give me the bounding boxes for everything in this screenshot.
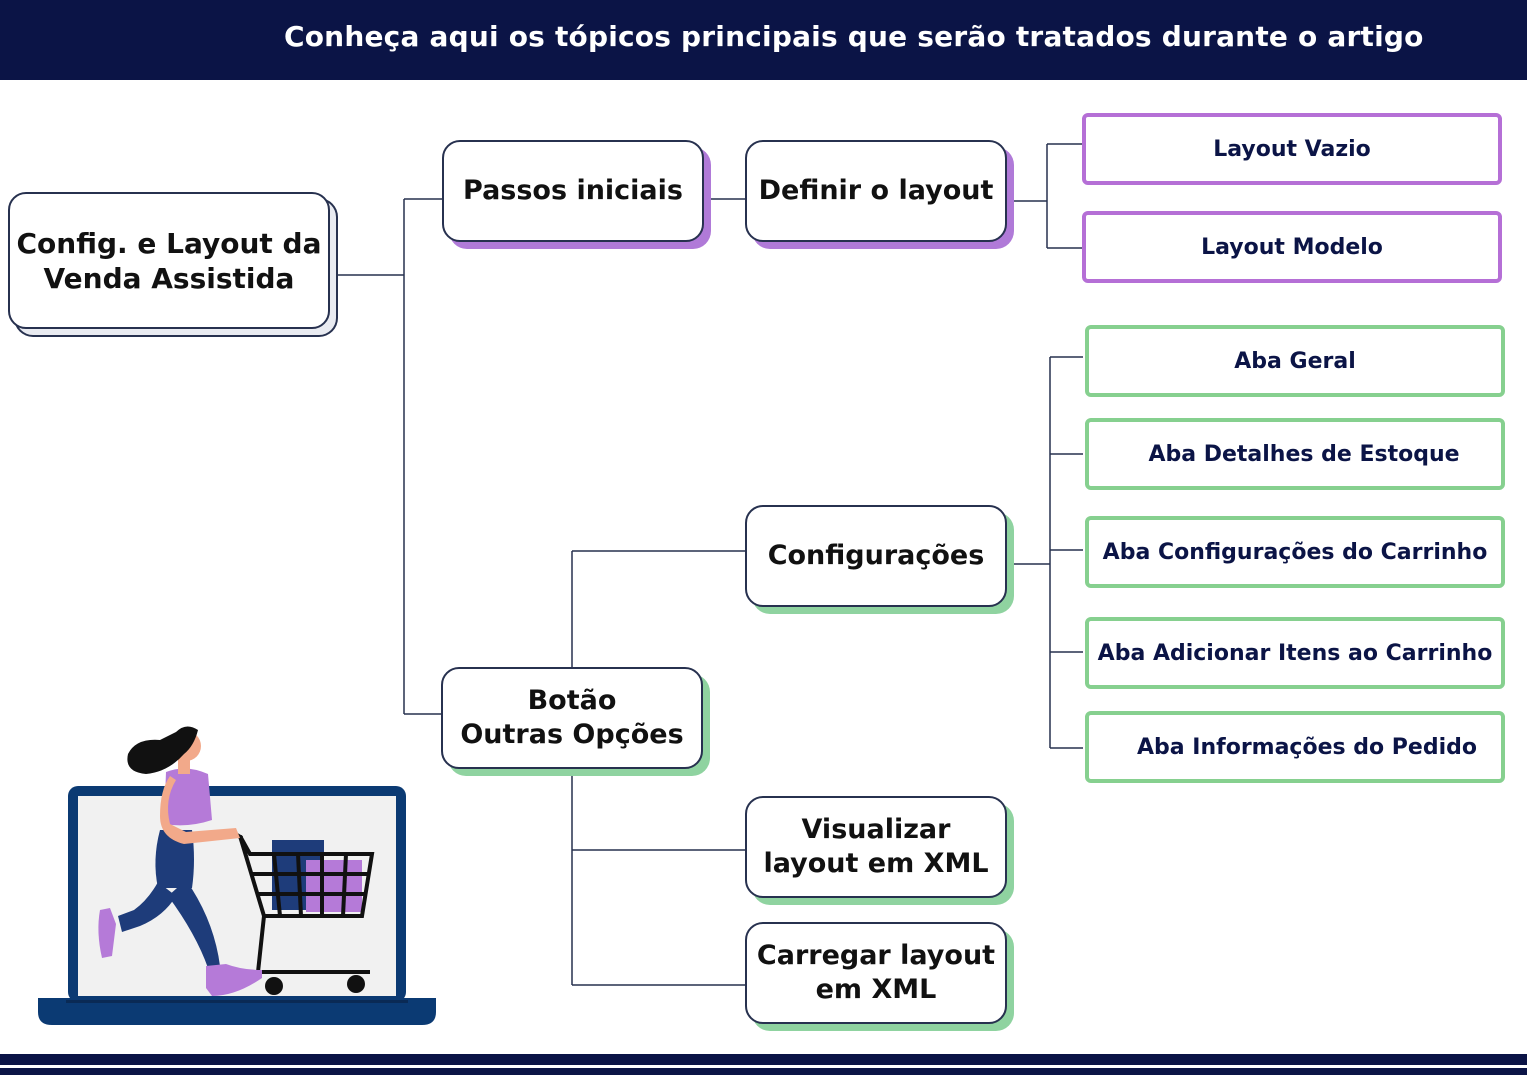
definir-layout-label: Definir o layout xyxy=(758,175,994,207)
botao-outras-opcoes-node: Botão Outras Opções xyxy=(441,667,703,769)
carregar-line1: Carregar layout xyxy=(756,940,996,972)
leaf-aba-informacoes-pedido-label: Aba Informações do Pedido xyxy=(1137,734,1477,760)
definir-layout-node: Definir o layout xyxy=(745,140,1007,242)
woman-hair-icon xyxy=(127,726,198,774)
leaf-aba-detalhes-estoque: Aba Detalhes de Estoque xyxy=(1085,418,1505,490)
woman-back-shoe-icon xyxy=(98,908,116,958)
root-node: Config. e Layout da Venda Assistida xyxy=(8,192,330,329)
leaf-aba-geral-label: Aba Geral xyxy=(1234,348,1356,374)
header-banner: Conheça aqui os tópicos principais que s… xyxy=(0,0,1527,80)
woman-back-leg-icon xyxy=(118,882,176,932)
carregar-line2: em XML xyxy=(815,974,937,1005)
bag-purple-icon xyxy=(306,860,362,912)
leaf-layout-modelo-label: Layout Modelo xyxy=(1201,234,1383,260)
leaf-aba-geral: Aba Geral xyxy=(1085,325,1505,397)
visualizar-line1: Visualizar xyxy=(801,814,951,846)
leaf-layout-modelo: Layout Modelo xyxy=(1082,211,1502,283)
leaf-aba-detalhes-estoque-label: Aba Detalhes de Estoque xyxy=(1148,441,1460,467)
leaf-aba-configuracoes-carrinho-label: Aba Configurações do Carrinho xyxy=(1102,539,1488,565)
woman-arm-icon xyxy=(160,776,240,844)
leaf-aba-adicionar-itens: Aba Adicionar Itens ao Carrinho xyxy=(1085,617,1505,689)
root-line1: Config. e Layout da xyxy=(16,226,322,260)
footer-bar-thick xyxy=(0,1054,1527,1065)
visualizar-xml-node: Visualizar layout em XML xyxy=(745,796,1007,898)
passos-iniciais-label: Passos iniciais xyxy=(463,175,683,207)
botao-line2: Outras Opções xyxy=(460,719,684,750)
passos-iniciais-node: Passos iniciais xyxy=(442,140,704,242)
botao-line1: Botão xyxy=(527,685,617,717)
configuracoes-label: Configurações xyxy=(767,540,985,572)
woman-top-icon xyxy=(164,768,212,826)
leaf-layout-vazio-label: Layout Vazio xyxy=(1213,136,1371,162)
woman-shopping-cart-laptop-illustration xyxy=(38,726,436,1025)
header-title: Conheça aqui os tópicos principais que s… xyxy=(284,20,1424,53)
woman-front-shoe-icon xyxy=(206,964,262,996)
leaf-aba-configuracoes-carrinho: Aba Configurações do Carrinho xyxy=(1085,516,1505,588)
leaf-aba-adicionar-itens-label: Aba Adicionar Itens ao Carrinho xyxy=(1097,640,1493,666)
leaf-layout-vazio: Layout Vazio xyxy=(1082,113,1502,185)
carregar-xml-node: Carregar layout em XML xyxy=(745,922,1007,1024)
visualizar-line2: layout em XML xyxy=(763,848,989,879)
woman-hips-icon xyxy=(155,830,194,888)
cart-wheel-left-icon xyxy=(265,977,283,995)
cart-wheel-right-icon xyxy=(347,975,365,993)
laptop-base-icon xyxy=(38,998,436,1025)
configuracoes-node: Configurações xyxy=(745,505,1007,607)
footer-bar-thin xyxy=(0,1068,1527,1075)
leaf-aba-informacoes-pedido: Aba Informações do Pedido xyxy=(1085,711,1505,783)
root-line2: Venda Assistida xyxy=(43,261,295,295)
woman-front-leg-icon xyxy=(168,880,220,968)
